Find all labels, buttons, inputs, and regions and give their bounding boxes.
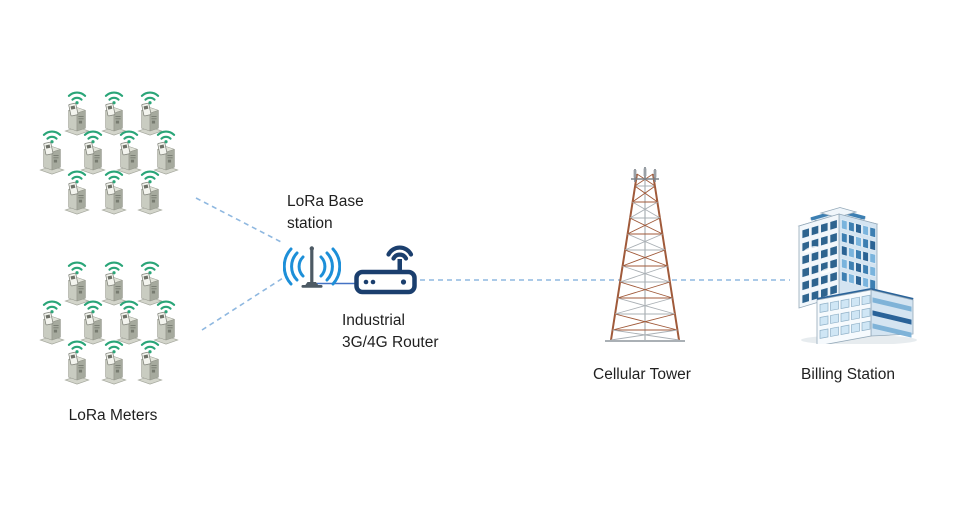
cellular-tower-label: Cellular Tower [593, 366, 691, 383]
lora-base-station-icon [283, 246, 341, 288]
lora-meter-icon [101, 170, 127, 216]
lora-meter-icon [137, 340, 163, 386]
industrial-router-icon [354, 245, 417, 295]
lora-meters-cluster-1 [33, 85, 186, 219]
lora-meter-icon [137, 170, 163, 216]
base-station-label: LoRa Base station [287, 193, 364, 232]
billing-station-icon [797, 207, 917, 344]
meters2-to-base-link [201, 277, 284, 331]
billing-station-label: Billing Station [801, 366, 895, 383]
lora-meters-label: LoRa Meters [68, 407, 158, 424]
meters1-to-base-link [195, 197, 284, 244]
cellular-tower-icon [605, 167, 685, 342]
router-label: Industrial 3G/4G Router [342, 312, 439, 351]
lora-meter-icon [101, 340, 127, 386]
lora-meters-cluster-2 [33, 255, 186, 389]
lora-meter-icon [64, 340, 90, 386]
lora-meter-icon [64, 170, 90, 216]
